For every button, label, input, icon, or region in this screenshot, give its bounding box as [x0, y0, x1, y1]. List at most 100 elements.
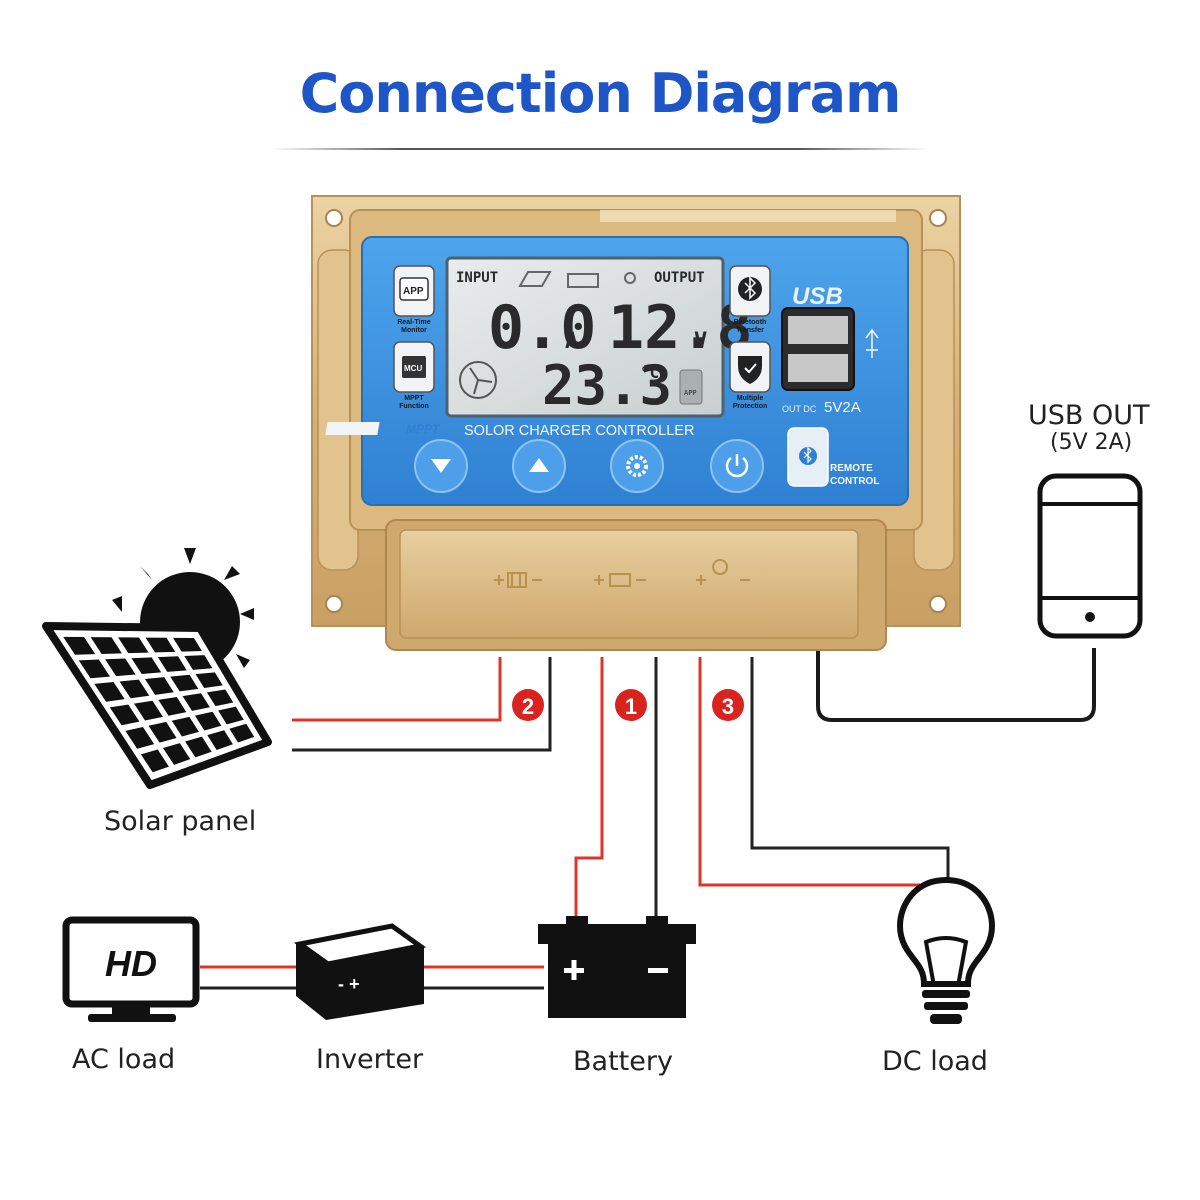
charge-controller: INPUT OUTPUT 0.0 A 12.8 V 23.3 °C APP AP…	[311, 195, 961, 651]
solar-status-icon	[518, 271, 552, 287]
usb-symbol-icon	[865, 328, 879, 358]
lcd-voltage-unit: V	[694, 329, 707, 354]
svg-text:Bluetooth: Bluetooth	[734, 319, 767, 326]
up-button[interactable]	[512, 439, 566, 493]
solar-wires	[292, 657, 552, 752]
svg-text:3: 3	[722, 694, 734, 719]
solar-cell	[218, 706, 244, 725]
inverter-label: Inverter	[316, 1044, 424, 1075]
usb-out-label: OUT DC	[782, 404, 817, 414]
usb-cable	[816, 372, 1096, 722]
solar-cell	[125, 727, 155, 749]
fan-icon	[459, 361, 497, 399]
remote-control-badge: REMOTE CONTROL	[787, 427, 879, 487]
solar-cell	[182, 693, 210, 711]
svg-text:- +: - +	[338, 974, 360, 994]
svg-text:2: 2	[522, 694, 534, 719]
usb-out-label: USB OUT	[1028, 400, 1150, 431]
title-divider	[272, 148, 928, 150]
battery-wires	[574, 657, 658, 918]
solar-cell	[78, 659, 110, 679]
settings-button[interactable]	[610, 439, 664, 493]
lcd-output-label: OUTPUT	[654, 270, 705, 286]
page-title: Connection Diagram	[299, 62, 902, 125]
svg-text:APP: APP	[684, 389, 697, 397]
lcd-temperature-unit: °C	[640, 363, 659, 382]
bluetooth-icon	[744, 276, 757, 300]
svg-text:MPPT: MPPT	[404, 395, 424, 402]
solar-cell	[140, 749, 169, 773]
down-button[interactable]	[414, 439, 468, 493]
svg-text:Function: Function	[399, 403, 429, 410]
tv-hd-text: HD	[105, 943, 157, 984]
power-button[interactable]	[710, 439, 764, 493]
solar-cell	[229, 723, 255, 743]
badge-mppt-function: MCU MPPT Function	[393, 341, 435, 410]
svg-text:Monitor: Monitor	[401, 327, 427, 334]
badge-bluetooth-transfer: Bluetooth Transfer	[729, 265, 771, 334]
solar-cell	[195, 672, 223, 688]
lcd-temperature-value: 23.3	[542, 354, 672, 417]
bluetooth-icon	[803, 446, 812, 464]
svg-text:Multiple: Multiple	[737, 395, 764, 402]
badge-real-time-monitor: APP Real-Time Monitor	[393, 265, 435, 334]
solar-cell	[173, 637, 202, 652]
mppt-badge-text: MPPT	[406, 422, 441, 436]
solar-cell	[145, 637, 176, 653]
solar-panel-icon	[42, 548, 272, 789]
svg-text:Protection: Protection	[733, 403, 768, 410]
ac-chain-wires	[200, 965, 544, 990]
solar-cell	[131, 657, 162, 675]
solar-cell	[157, 656, 187, 672]
lcd-current-value: 0.0	[488, 293, 596, 363]
lcd-input-label: INPUT	[456, 270, 498, 286]
solar-cell	[158, 697, 187, 716]
terminal-symbols	[494, 559, 750, 588]
solar-cell	[206, 689, 234, 707]
solar-cell	[170, 674, 199, 692]
light-bulb-icon	[896, 876, 996, 1024]
svg-text:Real-Time: Real-Time	[397, 319, 430, 326]
down-arrow-icon	[431, 459, 451, 473]
solar-cell	[134, 700, 163, 721]
load-wires	[698, 657, 950, 887]
usb-rating-on-panel: 5V2A	[824, 399, 861, 416]
tv-icon: HD	[62, 916, 200, 1022]
solar-cell	[194, 711, 222, 731]
bulb-status-icon	[624, 272, 636, 284]
svg-text:CONTROL: CONTROL	[830, 476, 879, 487]
gear-icon	[626, 455, 648, 477]
usb-out-rating: (5V 2A)	[1050, 430, 1133, 455]
solar-cell	[109, 704, 140, 726]
power-icon	[725, 457, 749, 478]
marker-load: 3	[712, 689, 744, 721]
battery-status-icon	[567, 273, 599, 288]
solar-cell	[185, 736, 212, 758]
app-phone-icon: APP	[679, 369, 703, 405]
mppt-badge	[325, 422, 380, 435]
solar-cell	[90, 637, 122, 654]
usb-label: USB	[792, 283, 843, 310]
marker-battery: 1	[615, 689, 647, 721]
solar-cell	[171, 716, 199, 737]
svg-text:REMOTE: REMOTE	[830, 463, 873, 474]
svg-text:1: 1	[625, 694, 637, 719]
up-arrow-icon	[529, 458, 549, 472]
battery-icon	[538, 916, 696, 1018]
badge-multiple-protection: Multiple Protection	[729, 341, 771, 410]
inverter-icon: - +	[293, 923, 427, 1020]
solar-cell	[105, 658, 136, 677]
marker-solar: 2	[512, 689, 544, 721]
solar-cell	[163, 743, 191, 765]
solar-panel-label: Solar panel	[104, 806, 257, 837]
ac-load-label: AC load	[72, 1044, 176, 1075]
solar-cell	[119, 679, 150, 699]
panel-name: SOLOR CHARGER CONTROLLER	[464, 423, 694, 439]
svg-text:Transfer: Transfer	[736, 327, 764, 334]
solar-cell	[63, 636, 96, 655]
battery-label: Battery	[573, 1046, 673, 1077]
mcu-chip-icon: MCU	[404, 364, 422, 373]
dc-load-label: DC load	[882, 1046, 988, 1077]
app-badge-icon: APP	[403, 286, 424, 297]
